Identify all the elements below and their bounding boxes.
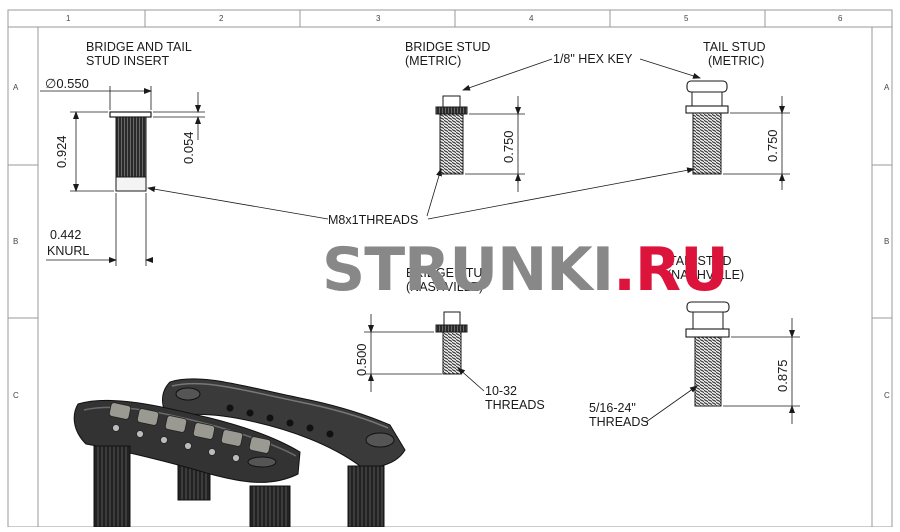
zone-col-4: 4 — [529, 14, 534, 23]
m8-threads-label: M8x1THREADS — [328, 213, 418, 227]
tail-nashville-length-dim: 0.875 — [775, 359, 790, 392]
insert-length-dim: 0.924 — [54, 135, 69, 168]
zone-labels: 1 2 3 4 5 6 A B C A B C — [13, 14, 890, 400]
stud-insert-part — [109, 111, 152, 192]
zone-col-6: 6 — [838, 14, 843, 23]
tail-nashville-title-line1: TAIL STUD — [669, 254, 732, 268]
watermark: STRUNKI.RU — [322, 235, 729, 305]
bridge-nashville-title-line2: (NASHVILLE) — [406, 280, 483, 294]
insert-title-line2: STUD INSERT — [86, 54, 169, 68]
zone-row-a-right: A — [884, 83, 890, 92]
zone-col-1: 1 — [66, 14, 71, 23]
tail-stud-metric-part — [685, 80, 729, 175]
tail-metric-title-line1: TAIL STUD — [703, 40, 766, 54]
m8-threads-leaders — [147, 167, 695, 220]
threads-5-16-leader — [645, 385, 698, 423]
bridge-tailpiece-illustration — [73, 378, 406, 528]
threads-5-16-label: THREADS — [589, 415, 649, 429]
tail-stud-nashville-part — [685, 301, 730, 407]
zone-col-5: 5 — [684, 14, 689, 23]
insert-diameter-dim: ∅0.550 — [45, 76, 89, 91]
threads-10-32-leader — [457, 367, 485, 392]
insert-dimensions — [40, 86, 205, 266]
knurl-value: 0.442 — [50, 228, 81, 242]
threads-10-32-label: THREADS — [485, 398, 545, 412]
zone-row-a-left: A — [13, 83, 19, 92]
watermark-suffix: .RU — [613, 235, 728, 305]
threads-5-16-value: 5/16-24" — [589, 401, 636, 415]
knurl-label: KNURL — [47, 244, 89, 258]
bridge-metric-length-dim: 0.750 — [501, 130, 516, 163]
tail-metric-title-line2: (METRIC) — [708, 54, 764, 68]
zone-col-2: 2 — [219, 14, 224, 23]
hex-key-leaders — [462, 58, 701, 91]
tail-nashville-dimension — [723, 318, 800, 424]
bridge-nashville-dimension — [364, 314, 442, 392]
zone-col-3: 3 — [376, 14, 381, 23]
tail-nashville-title-line2: (NASHVILLE) — [667, 268, 744, 282]
bridge-stud-nashville-part — [435, 311, 468, 375]
watermark-main: STRUNKI — [322, 235, 613, 305]
bridge-metric-dimension — [465, 96, 525, 192]
bridge-metric-title-line1: BRIDGE STUD — [405, 40, 490, 54]
zone-row-b-left: B — [13, 237, 18, 246]
threads-10-32-value: 10-32 — [485, 384, 517, 398]
tail-metric-dimension — [723, 96, 790, 190]
tail-metric-length-dim: 0.750 — [765, 129, 780, 162]
insert-flange-dim: 0.054 — [181, 131, 196, 164]
bridge-nashville-length-dim: 0.500 — [354, 343, 369, 376]
insert-title: BRIDGE AND TAIL STUD INSERT — [86, 40, 192, 68]
hex-key-label: 1/8" HEX KEY — [553, 52, 633, 66]
zone-row-b-right: B — [884, 237, 889, 246]
bridge-stud-metric-part — [435, 95, 468, 175]
zone-row-c-right: C — [884, 391, 890, 400]
zone-row-c-left: C — [13, 391, 19, 400]
insert-title-line1: BRIDGE AND TAIL — [86, 40, 192, 54]
bridge-nashville-title-line1: BRIDGE STUD — [406, 266, 491, 280]
bridge-metric-title-line2: (METRIC) — [405, 54, 461, 68]
